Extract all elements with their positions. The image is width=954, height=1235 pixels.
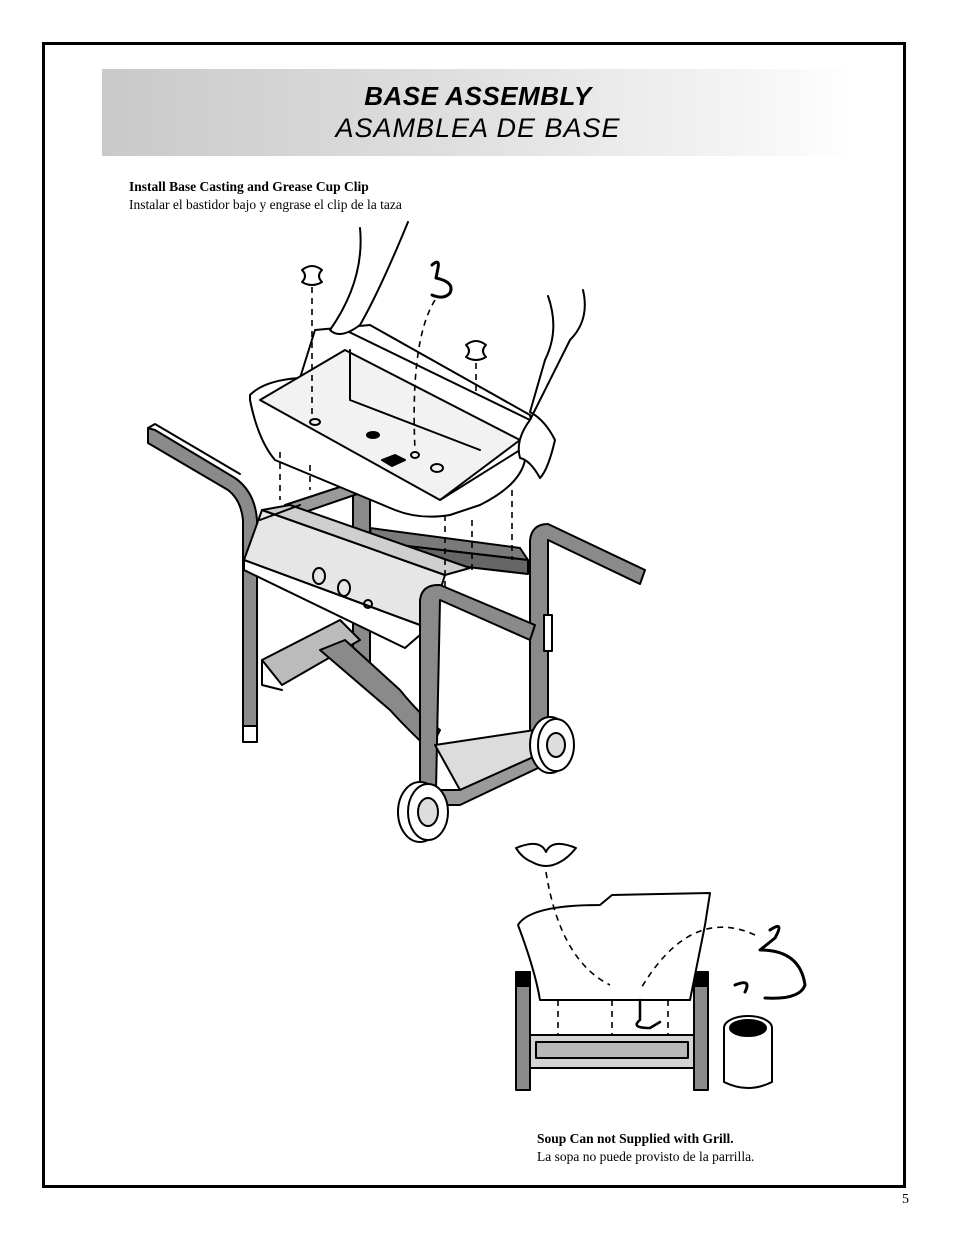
page-number: 5 [902, 1192, 909, 1207]
note-title-spanish: La sopa no puede provisto de la parrilla… [537, 1149, 755, 1164]
wing-nut-detail [515, 842, 577, 867]
left-wheel [397, 781, 449, 843]
grease-cup-clip-detail [758, 924, 807, 1000]
soup-can [723, 1015, 773, 1089]
page-frame [42, 42, 906, 1188]
grease-cup-clip [430, 260, 453, 299]
base-casting [249, 324, 536, 521]
wing-nut-right [465, 340, 487, 361]
hands [329, 221, 586, 479]
step-title-english: Install Base Casting and Grease Cup Clip [129, 179, 369, 194]
step-caption: Install Base Casting and Grease Cup Clip… [129, 178, 402, 214]
lower-shelf [261, 619, 361, 686]
note-title-english: Soup Can not Supplied with Grill. [537, 1131, 734, 1146]
step-title-spanish: Instalar el bastidor bajo y engrase el c… [129, 197, 402, 212]
control-panel [243, 504, 471, 649]
soup-can-note: Soup Can not Supplied with Grill. La sop… [537, 1130, 754, 1166]
base-casting-detail [517, 892, 711, 1001]
left-handle-bar [147, 423, 258, 743]
section-title-spanish: ASAMBLEA DE BASE [335, 113, 621, 143]
section-title-english: BASE ASSEMBLY [364, 81, 592, 111]
right-wheel [529, 716, 575, 774]
wing-nut-left [301, 265, 323, 286]
section-banner: BASE ASSEMBLY ASAMBLEA DE BASE [102, 69, 854, 156]
